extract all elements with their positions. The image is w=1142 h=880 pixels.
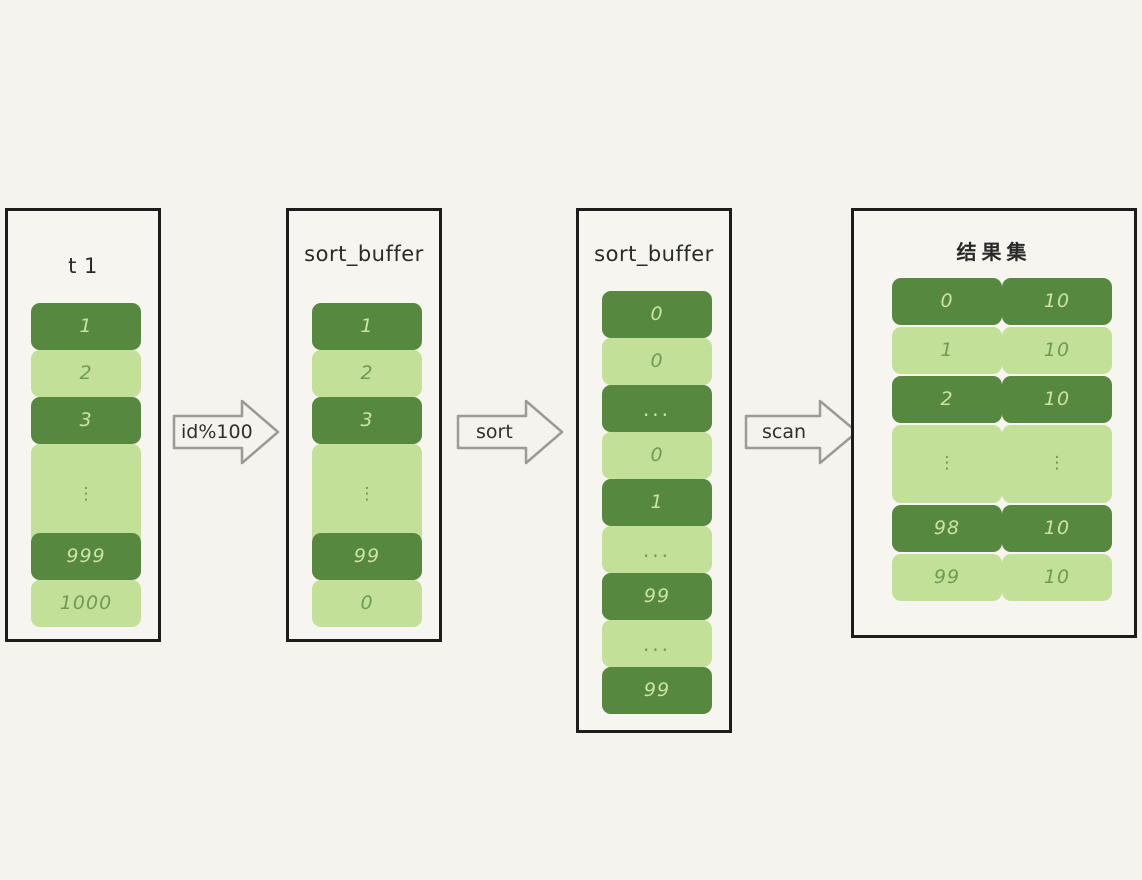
result-cell-left: 0 xyxy=(892,278,1002,325)
arrow-shape xyxy=(744,399,859,465)
cell-sb2-0b: 0 xyxy=(602,338,712,385)
panel-result-set: 结果集 0 10 1 10 2 10 ⋮ ⋮ 98 10 99 10 xyxy=(851,208,1137,638)
cell-t1-3: 3 xyxy=(31,397,141,444)
cell-sb2-0c: 0 xyxy=(602,432,712,479)
cell-sb1-3: 3 xyxy=(312,397,422,444)
cell-sb1-1: 1 xyxy=(312,303,422,350)
arrow-scan: scan xyxy=(744,398,859,466)
cell-sb2-0a: 0 xyxy=(602,291,712,338)
result-cell-left: 2 xyxy=(892,376,1002,423)
result-cell-left: 1 xyxy=(892,327,1002,374)
panel-sort-buffer-unsorted: sort_buffer 1 2 3 ⋮ 99 0 xyxy=(286,208,442,642)
cell-sb1-99: 99 xyxy=(312,533,422,580)
cell-t1-2: 2 xyxy=(31,350,141,397)
cell-t1-1000: 1000 xyxy=(31,580,141,627)
cell-sb1-2: 2 xyxy=(312,350,422,397)
result-cell-left-ellipsis: ⋮ xyxy=(892,425,1002,503)
arrow-sort: sort xyxy=(456,398,564,466)
result-cell-right: 10 xyxy=(1002,376,1112,423)
cell-sb2-dots2: ... xyxy=(602,526,712,573)
cell-t1-999: 999 xyxy=(31,533,141,580)
cell-t1-ellipsis: ⋮ xyxy=(31,444,141,545)
cell-sb2-99a: 99 xyxy=(602,573,712,620)
panel-title-t1: t 1 xyxy=(68,254,98,278)
result-cell-right: 10 xyxy=(1002,505,1112,552)
result-cell-right: 10 xyxy=(1002,327,1112,374)
result-cell-right: 10 xyxy=(1002,554,1112,601)
cell-sb2-99b: 99 xyxy=(602,667,712,714)
cell-sb2-dots1: ... xyxy=(602,385,712,432)
result-cell-left: 99 xyxy=(892,554,1002,601)
panel-title-sort-buffer-unsorted: sort_buffer xyxy=(304,242,424,266)
arrow-id-mod-100: id%100 xyxy=(172,398,280,466)
panel-title-sort-buffer-sorted: sort_buffer xyxy=(594,242,714,266)
result-cell-right: 10 xyxy=(1002,278,1112,325)
cell-t1-1: 1 xyxy=(31,303,141,350)
cell-sb2-1: 1 xyxy=(602,479,712,526)
cell-sb2-dots3: ... xyxy=(602,620,712,667)
panel-t1: t 1 1 2 3 ⋮ 999 1000 xyxy=(5,208,161,642)
result-cell-left: 98 xyxy=(892,505,1002,552)
cell-sb1-ellipsis: ⋮ xyxy=(312,444,422,545)
cell-sb1-0: 0 xyxy=(312,580,422,627)
result-cell-right-ellipsis: ⋮ xyxy=(1002,425,1112,503)
panel-sort-buffer-sorted: sort_buffer 0 0 ... 0 1 ... 99 ... 99 xyxy=(576,208,732,733)
panel-title-result-set: 结果集 xyxy=(956,240,1032,264)
arrow-shape xyxy=(172,399,280,465)
arrow-shape xyxy=(456,399,564,465)
